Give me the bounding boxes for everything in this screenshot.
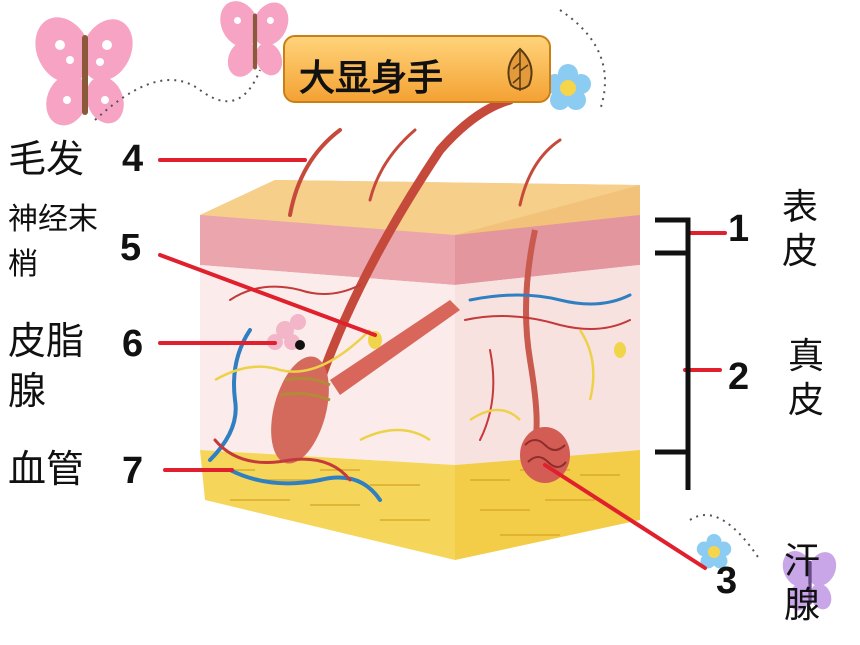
label-sebaceous-2: 腺	[8, 369, 47, 413]
butterfly-icon	[220, 1, 289, 77]
number-6: 6	[122, 323, 144, 365]
sweat-gland	[520, 229, 570, 483]
flower-icon	[545, 64, 591, 110]
page-title: 大显身手	[299, 58, 444, 99]
label-dermis: 真皮	[787, 336, 824, 421]
butterfly-icon	[782, 551, 837, 611]
nerve-fibers	[214, 329, 595, 442]
label-sebaceous-1: 皮脂	[8, 319, 85, 363]
label-nerve-ending-1: 神经末	[8, 202, 98, 237]
label-hair: 毛发	[8, 137, 85, 181]
number-1: 1	[728, 208, 750, 250]
leader-lines	[158, 158, 727, 570]
number-5: 5	[120, 227, 142, 269]
leader-line-3	[543, 463, 707, 570]
hair-follicle	[267, 300, 460, 464]
skin-block	[200, 180, 640, 560]
number-4: 4	[122, 138, 144, 180]
label-epidermis: 表皮	[781, 187, 818, 272]
butterfly-icon	[35, 17, 133, 126]
label-nerve-ending-2: 梢	[8, 247, 38, 282]
number-3: 3	[716, 560, 738, 602]
hair-strands	[288, 95, 562, 435]
flower-icon	[696, 534, 732, 569]
label-sweat-gland: 汗腺	[783, 541, 820, 626]
leader-line-5	[158, 253, 377, 337]
number-7: 7	[122, 450, 144, 492]
label-blood-vessel: 血管	[8, 447, 85, 491]
leaf-icon	[507, 47, 533, 91]
title-banner: 大显身手	[283, 35, 551, 103]
blood-vessels	[208, 284, 632, 502]
layer-bracket	[655, 217, 691, 490]
number-2: 2	[728, 356, 750, 398]
